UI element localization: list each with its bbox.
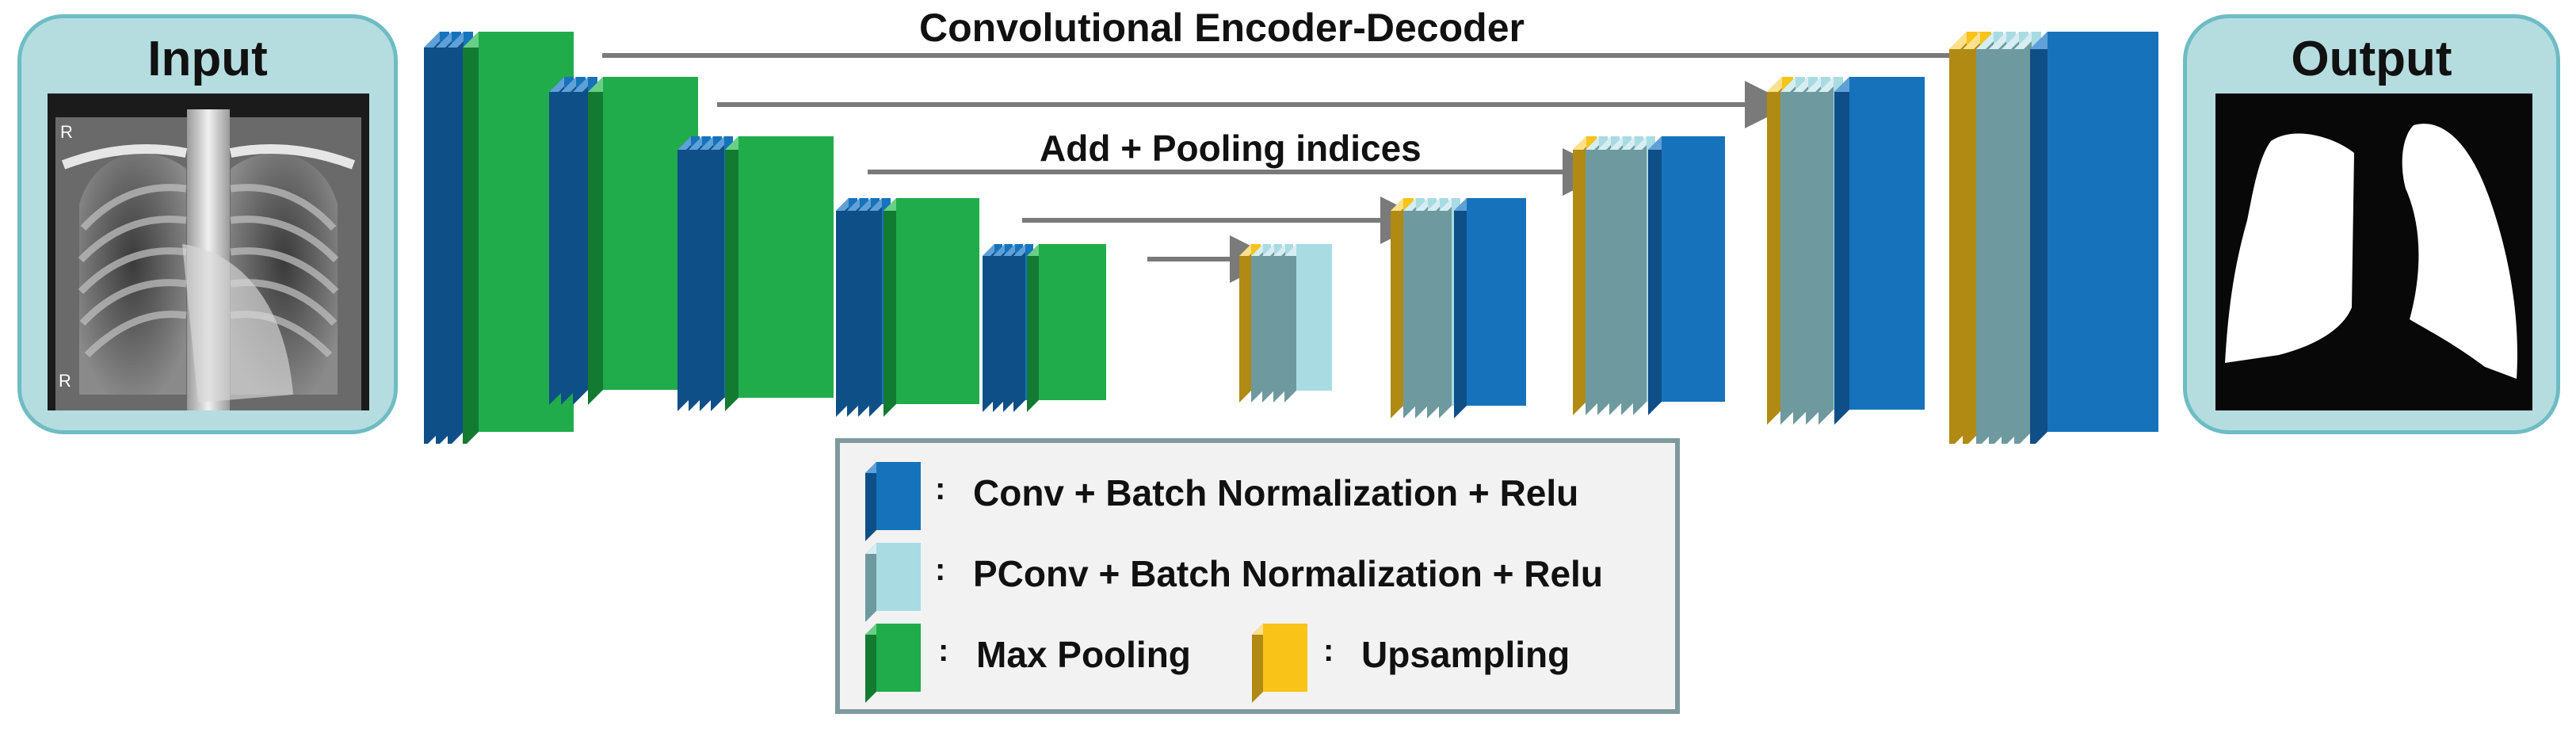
encoder-3-max-pooling-layer [725, 136, 834, 411]
lung-segmentation-mask-image [2215, 94, 2532, 410]
legend-upsampling-label: Upsampling [1361, 634, 1570, 675]
legend: : Conv + Batch Normalization + Relu : PC… [835, 438, 1680, 714]
output-panel: Output [2183, 14, 2560, 434]
legend-conv-colon: : [935, 471, 946, 506]
decoder-2-conv-layer [1454, 198, 1526, 418]
encoder-5-max-pooling-layer [1027, 244, 1106, 412]
decoder-4-conv-layer [1834, 77, 1925, 425]
output-label: Output [2291, 32, 2452, 86]
legend-pconv-label: PConv + Batch Normalization + Relu [973, 553, 1603, 594]
encoder-4-max-pooling-layer [883, 198, 979, 417]
decoder-1-pconv-layer [1284, 244, 1332, 403]
svg-text:R: R [59, 371, 71, 391]
legend-pconv-colon: : [935, 552, 946, 587]
legend-upsampling-colon: : [1323, 633, 1334, 668]
input-panel: Input R [17, 14, 398, 434]
chest-x-ray-image: R R [48, 94, 369, 410]
decoder-5-conv-layer [2030, 32, 2158, 444]
network-layers [424, 32, 2158, 444]
legend-conv-label: Conv + Batch Normalization + Relu [973, 472, 1579, 513]
skip-connection-label: Add + Pooling indices [1040, 128, 1422, 169]
input-label: Input [147, 32, 268, 86]
legend-max-pooling-colon: : [938, 633, 949, 668]
decoder-3-conv-layer [1648, 136, 1725, 415]
legend-pconv-swatch [865, 543, 921, 622]
legend-conv-swatch [865, 462, 921, 541]
svg-text:R: R [60, 122, 73, 142]
legend-max-pooling-swatch [865, 624, 921, 703]
diagram-title: Convolutional Encoder-Decoder [919, 6, 1525, 50]
legend-upsampling-swatch [1252, 624, 1307, 703]
legend-max-pooling-label: Max Pooling [976, 634, 1191, 675]
